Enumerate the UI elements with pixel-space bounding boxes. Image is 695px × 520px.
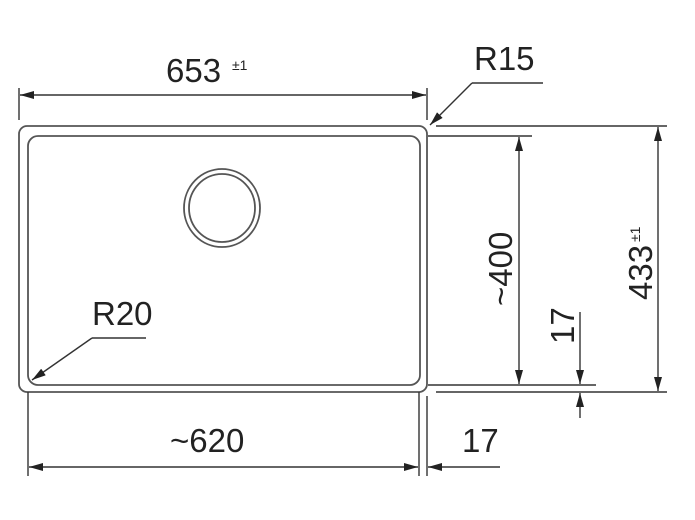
rim-bottom-label: 17: [544, 307, 581, 344]
overall-width-label: 653: [166, 52, 221, 89]
dimension-rim-side: 17: [426, 396, 500, 476]
dimension-overall-depth: 433 ±1: [436, 125, 667, 393]
dimension-rim-bottom: 17: [544, 307, 584, 418]
rim-side-label: 17: [462, 422, 499, 459]
bowl-depth-label: ~400: [482, 232, 519, 306]
dimension-bowl-width: ~620: [27, 392, 420, 476]
bowl-radius-callout: R20: [31, 295, 153, 381]
outer-radius-callout: R15: [429, 40, 543, 126]
overall-depth-tolerance: ±1: [627, 226, 643, 242]
dimension-overall-width: 653 ±1: [18, 52, 428, 120]
sink-bowl-outline: [27, 135, 421, 386]
drain-icon: [183, 168, 261, 248]
bowl-width-label: ~620: [170, 422, 244, 459]
bowl-radius-label: R20: [92, 295, 153, 332]
dimension-bowl-depth: ~400: [428, 135, 596, 386]
outer-radius-label: R15: [474, 40, 535, 77]
overall-depth-label: 433: [622, 245, 659, 300]
overall-width-tolerance: ±1: [232, 57, 248, 73]
sink-outer-outline: [18, 125, 428, 393]
